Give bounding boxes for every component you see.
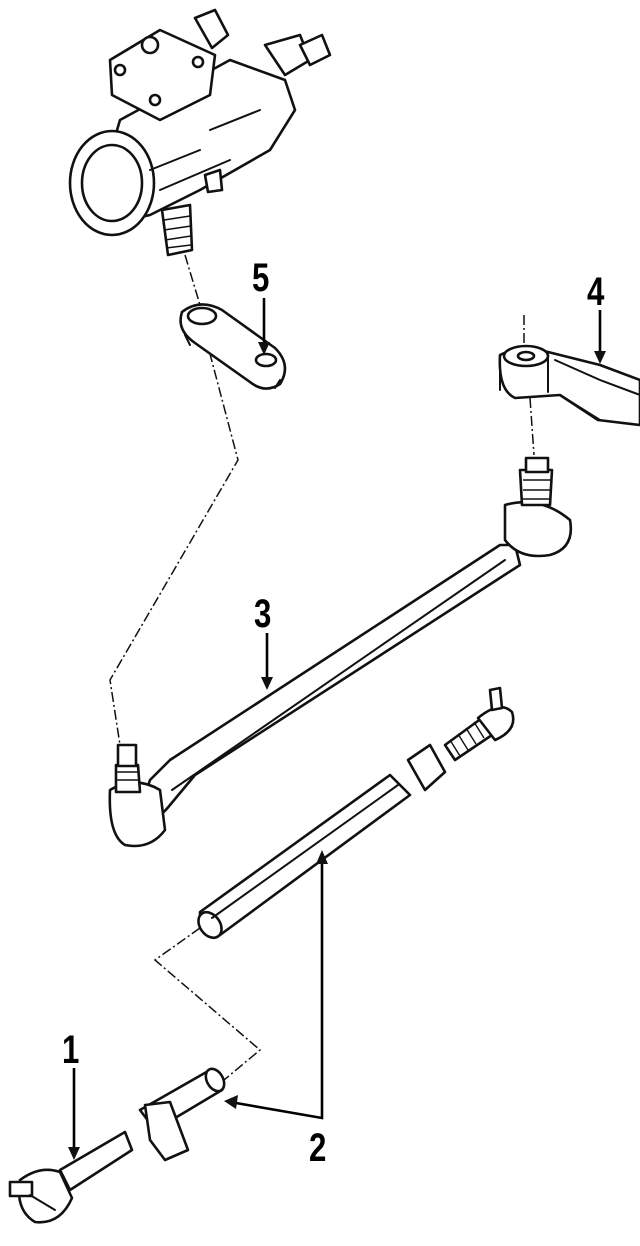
assembly-line-tie-rod bbox=[153, 927, 262, 1086]
callout-3: 3 bbox=[254, 592, 272, 636]
leader-1 bbox=[68, 1068, 80, 1160]
leader-5 bbox=[258, 298, 270, 355]
callout-1: 1 bbox=[62, 1028, 80, 1072]
adjuster-sleeve-tie-rod bbox=[197, 686, 515, 940]
callout-5: 5 bbox=[252, 256, 270, 300]
tie-rod-end bbox=[8, 1067, 226, 1224]
center-link bbox=[108, 456, 573, 848]
callout-2: 2 bbox=[309, 1126, 327, 1170]
leader-4 bbox=[594, 310, 606, 364]
leader-3 bbox=[261, 633, 273, 690]
leader-2 bbox=[224, 850, 328, 1120]
assembly-line-pitman bbox=[109, 254, 239, 746]
assembly-line-idler bbox=[523, 315, 535, 456]
callout-4: 4 bbox=[587, 270, 605, 314]
steering-gear-box bbox=[68, 8, 332, 257]
idler-arm bbox=[498, 344, 640, 427]
pitman-arm bbox=[179, 303, 287, 390]
